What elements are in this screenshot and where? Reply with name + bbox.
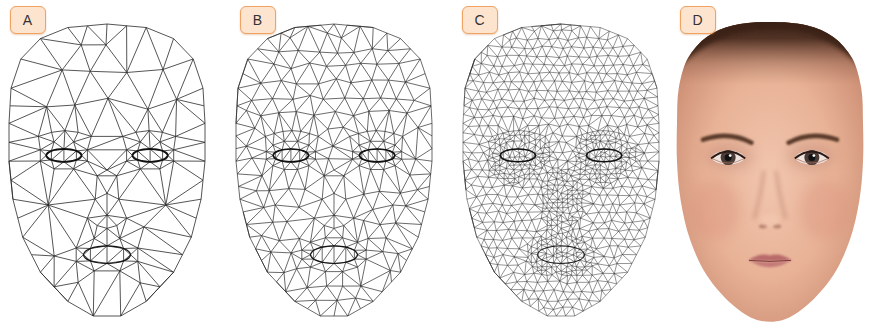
eye-white (796, 151, 828, 165)
eye-outline (586, 149, 621, 162)
mesh-edges (9, 24, 205, 316)
wireframe-mesh (463, 24, 659, 316)
eye-highlight (812, 154, 815, 157)
upper-lid (795, 152, 829, 159)
pupil (808, 154, 815, 161)
lip-outline (537, 246, 584, 264)
panel-badge: C (462, 6, 498, 34)
eyebrow (703, 136, 751, 143)
nose-shade (754, 171, 764, 219)
face-photo-clip (672, 17, 868, 323)
lower-lip (750, 261, 790, 267)
panel-letter: D (692, 12, 702, 28)
skin (672, 17, 868, 323)
wireframe-mesh (9, 24, 205, 316)
hair (672, 17, 868, 323)
pupil (725, 154, 732, 161)
panel-letter: C (474, 12, 484, 28)
nose-shade (776, 171, 786, 219)
mesh-edges (236, 24, 432, 316)
face-photo (672, 17, 868, 323)
lip-outline (310, 246, 357, 264)
lower-lid (796, 159, 828, 164)
eye-outline (46, 149, 81, 162)
eye-outline (359, 149, 394, 162)
mesh-group (9, 24, 659, 316)
mesh-edges (463, 24, 659, 316)
eye-outline (273, 149, 308, 162)
eye-outline (132, 149, 167, 162)
lip-outline (83, 246, 130, 264)
eye-white (712, 151, 744, 165)
upper-lid (711, 152, 745, 159)
lower-lid (712, 159, 744, 164)
panel-letter: A (23, 12, 32, 28)
eye-highlight (729, 154, 732, 157)
panel-badge: B (240, 6, 276, 34)
wireframe-mesh (236, 24, 432, 316)
eyebrow (789, 136, 837, 143)
panel-badge: D (680, 6, 716, 34)
panel-letter: B (253, 12, 262, 28)
eye-outline (500, 149, 535, 162)
nose-tip (760, 213, 780, 227)
upper-lip (748, 255, 792, 261)
panel-badge: A (10, 6, 46, 34)
lip-line (749, 260, 791, 261)
